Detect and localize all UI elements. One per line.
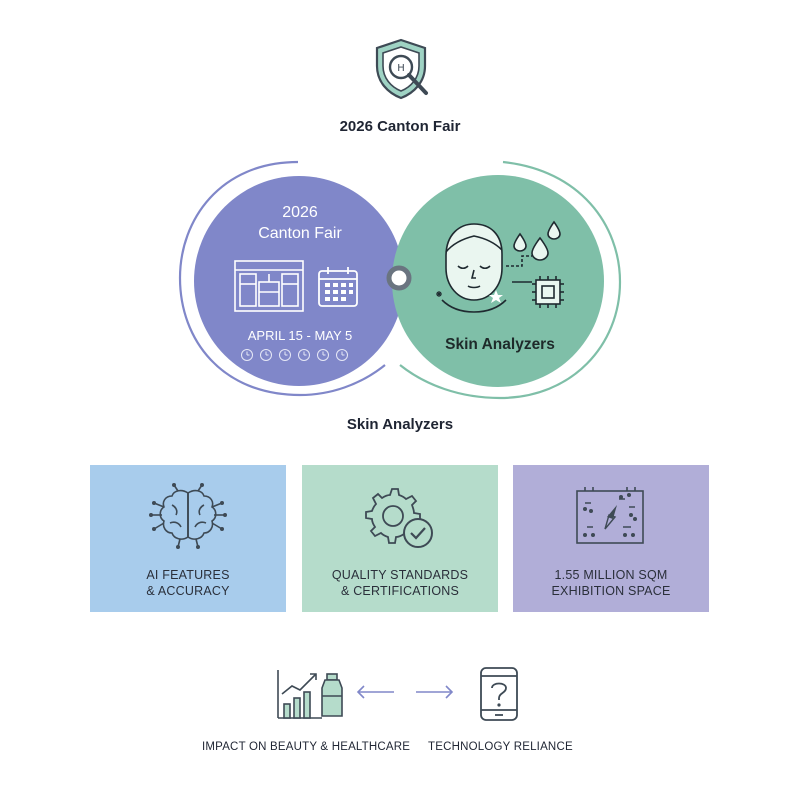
face-analysis-icon xyxy=(436,220,564,313)
exhibition-hall-icon xyxy=(234,260,304,312)
card-quality-standards: QUALITY STANDARDS & CERTIFICATIONS xyxy=(302,465,498,612)
card-label-line1: AI FEATURES xyxy=(146,568,230,582)
card-label-line1: 1.55 MILLION SQM xyxy=(554,568,668,582)
card-label-line2: & CERTIFICATIONS xyxy=(340,584,460,598)
card-label-line2: EXHIBITION SPACE xyxy=(551,584,671,598)
bottom-label-impact: IMPACT ON BEAUTY & HEALTHCARE xyxy=(202,741,411,753)
card-ai-features: AI FEATURES & ACCURACY xyxy=(90,465,286,612)
clock-icons-row xyxy=(241,349,348,361)
floor-map-icon xyxy=(576,487,644,544)
growth-chart-bottle-icon xyxy=(277,670,343,719)
page-title: 2026 Canton Fair xyxy=(339,118,461,135)
section-title: Skin Analyzers xyxy=(346,416,454,433)
venn-diagram xyxy=(178,160,622,400)
venn-right-title: Skin Analyzers xyxy=(445,336,555,353)
venn-left-dates: APRIL 15 - MAY 5 xyxy=(247,328,353,343)
card-label-line2: & ACCURACY xyxy=(146,584,230,598)
venn-left-title-line2: Canton Fair xyxy=(258,225,342,242)
brain-circuit-icon xyxy=(149,483,227,549)
left-outer-arc xyxy=(178,160,386,397)
right-outer-arc xyxy=(399,160,622,400)
shield-search-icon: H xyxy=(375,38,428,100)
left-circle xyxy=(194,176,404,386)
card-label-line1: QUALITY STANDARDS xyxy=(331,568,469,582)
bottom-label-technology: TECHNOLOGY RELIANCE xyxy=(428,741,573,753)
gear-check-icon xyxy=(365,488,433,548)
card-exhibition-space: 1.55 MILLION SQM EXHIBITION SPACE xyxy=(513,465,709,612)
phone-question-icon xyxy=(480,667,518,721)
calendar-icon xyxy=(318,267,358,307)
svg-text:H: H xyxy=(397,63,405,74)
double-arrow-icon xyxy=(356,685,454,699)
venn-left-title-line1: 2026 xyxy=(282,204,318,221)
center-connector xyxy=(386,265,412,291)
